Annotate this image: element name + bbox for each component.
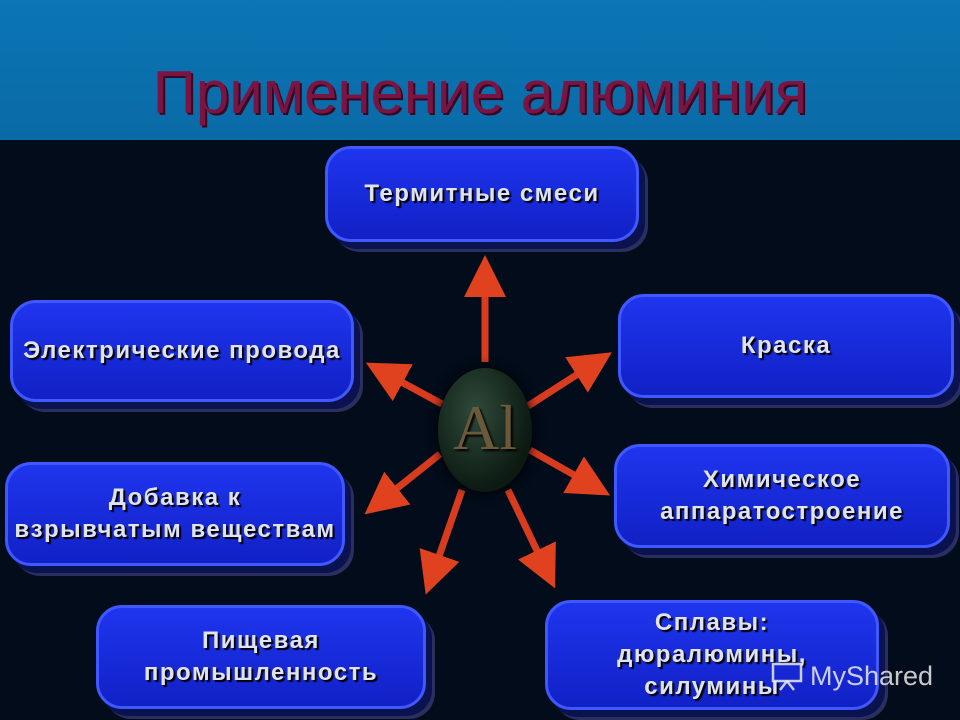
node-explosives-additive: Добавка к взрывчатым веществам (5, 462, 345, 566)
arrow-upper-right (526, 352, 612, 409)
presentation-icon (771, 662, 803, 691)
node-alloys: Сплавы: дюралюмины, силумины (545, 600, 879, 710)
node-termite-mixtures: Термитные смеси (325, 146, 639, 242)
arrow-lower-left (419, 488, 466, 595)
slide-title: Применение алюминия (152, 59, 808, 126)
node-chemical-equipment: Химическое аппаратостроение (614, 444, 950, 548)
watermark-text: MyShared (810, 660, 934, 691)
aluminium-symbol-label: Al (453, 392, 517, 463)
watermark: MyShared (770, 656, 950, 696)
header-band (0, 0, 960, 140)
arrow-lower-right (504, 488, 556, 589)
arrow-left (364, 451, 443, 515)
arrow-upper-left (365, 362, 444, 408)
node-food-industry: Пищевая промышленность (96, 605, 426, 709)
arrow-right (528, 446, 611, 496)
node-paint: Краска (618, 294, 954, 398)
node-electric-wires: Электрические провода (10, 300, 354, 402)
aluminium-symbol: Al (438, 368, 532, 492)
